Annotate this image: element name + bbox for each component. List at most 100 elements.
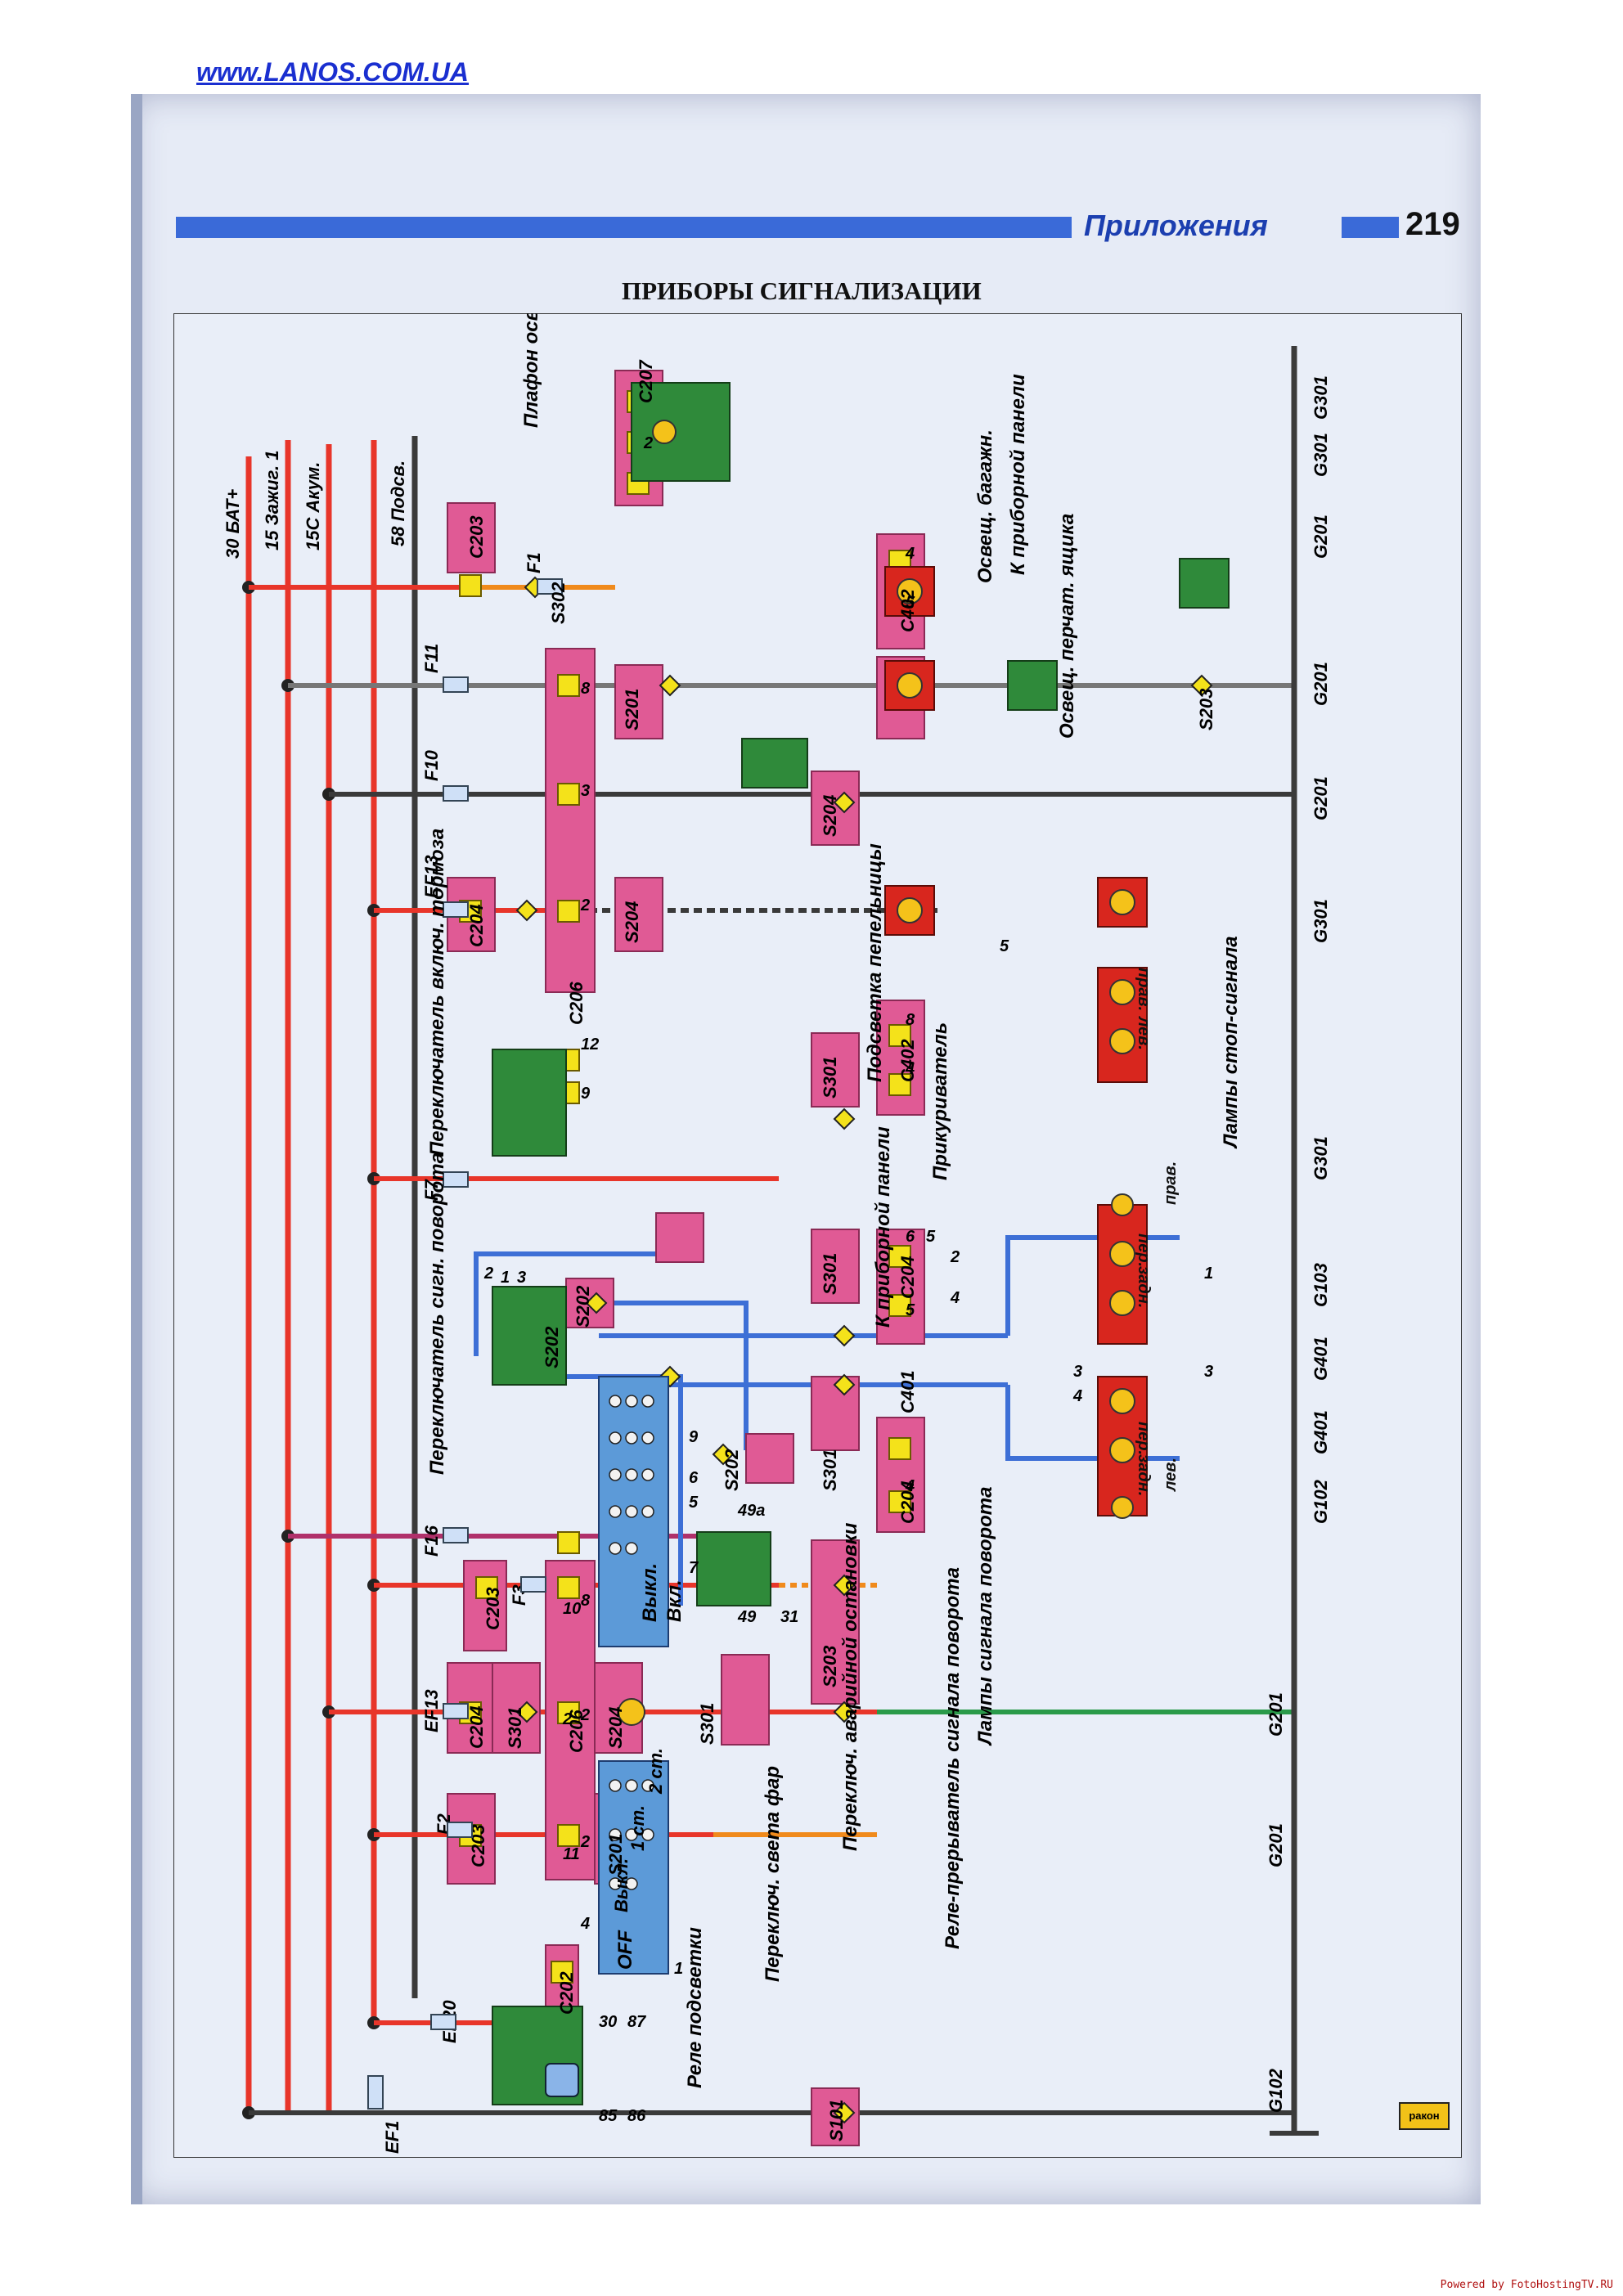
pin-12: 12 <box>581 1036 599 1054</box>
splice-s301-right-c: S301 <box>820 1057 840 1099</box>
pin-5-stop: 5 <box>1000 937 1009 955</box>
pin-4-c204: 4 <box>905 1477 915 1495</box>
splice-s202-b: S202 <box>542 1326 562 1368</box>
pin-4-lamp: 4 <box>950 1289 960 1307</box>
splice-s302: S302 <box>548 582 569 624</box>
ground-g103: G103 <box>1311 1263 1331 1307</box>
lamp-label-rear-left: задн. <box>1135 1454 1153 1496</box>
splice-s301-bottom: S301 <box>505 1707 525 1749</box>
pin-7: 7 <box>689 1559 699 1577</box>
rail-label-15: 15 Зажиг. 1 <box>262 450 282 550</box>
ground-g301-b: G301 <box>1311 899 1331 943</box>
ground-g201-d: G201 <box>1311 662 1331 706</box>
section-title: Приложения <box>1084 209 1268 242</box>
stop-label-right: прав. <box>1135 968 1153 1011</box>
label-cigar-lighter: Прикуриватель <box>929 1022 951 1180</box>
label-relay-backlight: Реле подсветки <box>684 1927 706 2088</box>
c203-label-top: C203 <box>466 515 487 559</box>
splice-s204-bottom: S204 <box>605 1707 626 1749</box>
ground-g301-a: G301 <box>1311 1136 1331 1180</box>
ground-g102-bottom: G102 <box>1266 2068 1286 2113</box>
lamp-label-rear-right: задн. <box>1135 1266 1153 1308</box>
label-headlight-switch: Переключ. света фар <box>762 1766 784 1982</box>
pin-86: 86 <box>627 2107 646 2125</box>
splice-s201-top: S201 <box>622 689 642 730</box>
splice-s203-top: S203 <box>1196 689 1216 730</box>
c202-label: C202 <box>556 1971 577 2015</box>
ground-g301-c: G301 <box>1311 433 1331 477</box>
fuse-f11: F11 <box>421 644 442 673</box>
label-stop-lamps: Лампы стоп-сигнала <box>1220 936 1242 1149</box>
splice-s202-c: S202 <box>722 1449 742 1491</box>
ground-g102: G102 <box>1311 1479 1331 1524</box>
ground-g201-c: G201 <box>1311 776 1331 820</box>
ground-g201-a: G201 <box>1266 1823 1286 1867</box>
header-bar <box>176 217 1072 238</box>
hazard-pos-on: Вкл. <box>663 1579 686 1622</box>
ground-g201-b: G201 <box>1266 1692 1286 1737</box>
label-ashtray-light: Подсветка пепельницы <box>864 843 886 1082</box>
pin-1-turn-lamp: 1 <box>1204 1265 1213 1283</box>
fuse-ef1: EF1 <box>382 2121 402 2154</box>
pin-3-turn: 3 <box>517 1269 526 1287</box>
splice-s204-hazard: S301 <box>697 1703 717 1745</box>
pin-2-c206-c: 2 <box>562 1710 572 1728</box>
pin-9-c206: 9 <box>581 1085 591 1103</box>
headlight-pos-off: OFF <box>614 1930 636 1970</box>
label-brake-switch: Переключатель включ. тормоза <box>426 829 448 1156</box>
diagram-title: ПРИБОРЫ СИГНАЛИЗАЦИИ <box>622 276 982 305</box>
splice-s301-right-a: S301 <box>820 1449 840 1491</box>
pin-3-lamp: 3 <box>1073 1363 1082 1381</box>
pin-5-c402-top: 5 <box>906 594 915 612</box>
pin-2-c206-top: 2 <box>580 896 590 914</box>
pin-5: 5 <box>689 1494 699 1512</box>
label-turn-switch: Переключатель сигн. поворота <box>426 1152 448 1475</box>
fuse-ef13-top: EF13 <box>421 855 442 898</box>
splice-s204-top: S204 <box>622 901 642 943</box>
green-components <box>492 382 1230 2105</box>
fuse-ef13-bottom: EF13 <box>421 1689 442 1732</box>
pin-2-turn: 2 <box>483 1265 493 1283</box>
pin-49a: 49а <box>737 1502 765 1520</box>
pin-6: 6 <box>689 1469 699 1487</box>
fuse-icons <box>367 578 563 2110</box>
page-number: 219 <box>1405 206 1460 242</box>
c204-label-right-b: C204 <box>897 1480 918 1524</box>
headlight-pos-vykl: Выкл. <box>611 1858 632 1912</box>
pin-30: 30 <box>599 2013 617 2031</box>
site-link[interactable]: www.LANOS.COM.UA <box>196 57 470 87</box>
pin-49: 49 <box>737 1608 757 1626</box>
splice-s203-bottom: S203 <box>820 1646 840 1687</box>
c206-label-bottom: C206 <box>566 1710 587 1753</box>
pin-4-c402-top: 4 <box>905 545 915 563</box>
pin-8-c206: 8 <box>581 680 591 698</box>
rail-label-15c: 15С Акум. <box>303 462 323 550</box>
pin-31: 31 <box>780 1608 798 1626</box>
pin-4-c402: 4 <box>905 1060 915 1078</box>
rail-label-30: 30 БАТ+ <box>223 489 243 559</box>
splice-s204-right: S204 <box>820 795 840 837</box>
splice-s202-a: S202 <box>573 1285 593 1328</box>
ground-g401-b: G401 <box>1311 1337 1331 1381</box>
pin-2-c206-b: 2 <box>580 1706 590 1724</box>
ground-g401-a: G401 <box>1311 1410 1331 1454</box>
pin-1-headlight: 1 <box>674 1960 683 1978</box>
c204-label-mid: C204 <box>466 1705 487 1749</box>
supply-rails <box>245 436 418 2113</box>
label-to-panel-top: К приборной панели <box>1007 374 1029 575</box>
label-glovebox-light: Освещ. перчат. ящика <box>1056 514 1078 739</box>
label-hazard-switch: Переключ. аварийной остановки <box>839 1522 861 1851</box>
fuse-f7: F7 <box>421 1179 442 1201</box>
pin-11: 11 <box>563 1845 580 1863</box>
pin-87: 87 <box>627 2013 646 2031</box>
wiring-diagram: 30 БАТ+ 15 Зажиг. 1 15С Акум. 58 Подсв. <box>173 200 1463 2159</box>
splice-s301-right-b: S301 <box>820 1253 840 1295</box>
pin-2-lamp: 2 <box>950 1248 960 1266</box>
pin-8: 8 <box>581 1592 591 1610</box>
pin-4-headlight: 4 <box>580 1915 590 1933</box>
pin-5-c204: 5 <box>906 1301 915 1319</box>
stop-label-left: лев. <box>1135 1016 1153 1050</box>
label-dome-light: Плафон освещ. салона <box>520 313 542 428</box>
pin-4-c401: 4 <box>1072 1387 1082 1405</box>
c206-label-top: C206 <box>566 982 587 1025</box>
